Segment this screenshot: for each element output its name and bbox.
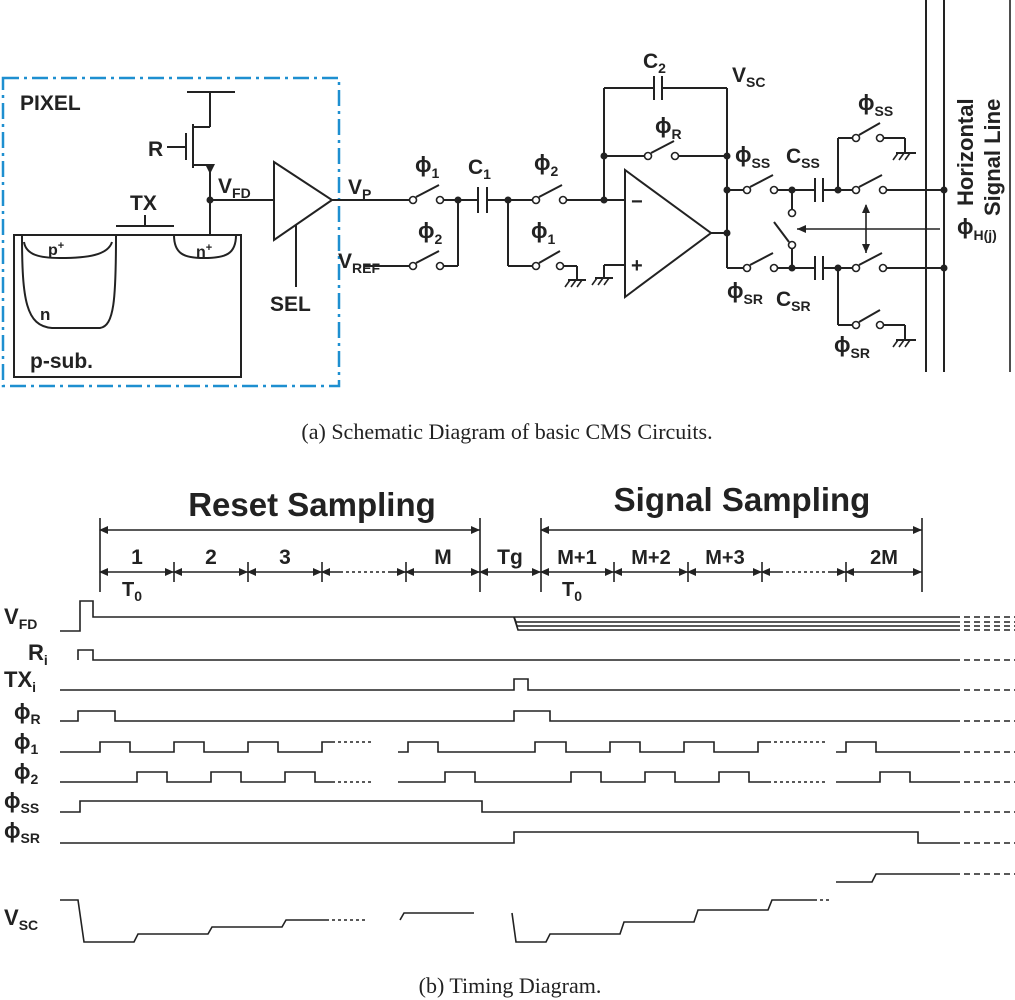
schematic-diagram: PIXEL TX p+ n+ n p-sub. R VFD: [1, 0, 1011, 388]
ground-symbol: [564, 266, 586, 288]
waveform-phi2: [60, 771, 332, 783]
pixel-label: PIXEL: [20, 92, 81, 115]
photodiode-substrate: [13, 234, 242, 378]
phiss-sample-label: ϕSS: [735, 142, 770, 171]
pixel-boundary: [1, 76, 341, 388]
c1-capacitor: [477, 187, 488, 213]
sel-label: SEL: [270, 293, 311, 316]
r-label: R: [148, 138, 163, 161]
signal-sampling-title: Signal Sampling: [614, 481, 871, 518]
t0-label-reset: T0: [122, 579, 142, 604]
css-capacitor: [814, 178, 824, 202]
period-label: M+1: [557, 547, 596, 569]
signal-name-phir: ϕR: [14, 699, 41, 727]
vp-label: VP: [348, 176, 371, 202]
caption-b: (b) Timing Diagram.: [419, 973, 602, 998]
hsl-label-line2: Signal Line: [980, 99, 1005, 216]
reset-sampling-title: Reset Sampling: [188, 486, 436, 523]
phih-ss-switch: [851, 174, 888, 195]
waveform-phisr: [60, 831, 960, 844]
signal-name-ri: Ri: [28, 640, 48, 668]
phisr-ground-switch: [851, 309, 885, 330]
c2-capacitor: [653, 76, 663, 100]
period-label: M+2: [631, 547, 670, 569]
waveform-vsc-signal-end: [836, 873, 960, 883]
period-label: M: [434, 546, 452, 569]
waveform-phi1: [60, 741, 332, 753]
phisr-sample-switch: [742, 252, 779, 273]
short-switch: [773, 208, 797, 250]
period-label: 2M: [870, 547, 898, 569]
phir-label: ϕR: [655, 113, 682, 142]
waveform-phiss: [60, 800, 960, 813]
period-label: M+3: [705, 547, 744, 569]
ground-symbol: [892, 325, 916, 348]
waveform-phir: [60, 710, 960, 722]
op-amp: [624, 168, 713, 299]
phi1-ground-label: ϕ1: [531, 218, 556, 247]
source-follower-buffer: [273, 160, 334, 242]
n-label: n: [40, 305, 50, 324]
phir-reset-switch: [643, 140, 680, 161]
signal-name-txi: TXi: [4, 667, 36, 695]
vsc-node-label: VSC: [732, 64, 765, 90]
phisr-sample-label: ϕSR: [727, 278, 763, 307]
signal-name-phi2: ϕ2: [14, 759, 39, 787]
hsl-label-line1: Horizontal: [953, 98, 978, 206]
phi2-input-label: ϕ2: [418, 218, 443, 247]
nplus-label: n+: [196, 242, 212, 261]
phiss-ground-switch: [851, 122, 885, 143]
signal-name-phiss: ϕSS: [4, 788, 39, 816]
phiss-ground-label: ϕSS: [858, 90, 893, 119]
vfd-label: VFD: [218, 175, 251, 201]
phiss-sample-switch: [742, 174, 779, 195]
c2-label: C2: [643, 50, 666, 76]
phih-sr-switch: [851, 252, 888, 273]
phi1-input-switch: [408, 184, 445, 205]
css-label: CSS: [786, 145, 820, 171]
waveform-txi: [60, 678, 960, 691]
phi2-input-switch: [408, 250, 445, 271]
tg-label: Tg: [497, 546, 523, 569]
phi2-series-switch: [531, 184, 568, 205]
pplus-label: p+: [48, 240, 64, 259]
ground-symbol: [892, 138, 916, 161]
csr-capacitor: [814, 256, 824, 280]
waveform-vfd-signal-3: [513, 616, 960, 631]
phi1-input-label: ϕ1: [415, 152, 440, 181]
pplus-region: [23, 241, 113, 260]
period-label: 2: [205, 546, 217, 569]
signal-name-phi1: ϕ1: [14, 729, 39, 757]
reset-transistor: [167, 91, 235, 235]
signal-name-phisr: ϕSR: [4, 818, 40, 846]
caption-a: (a) Schematic Diagram of basic CMS Circu…: [301, 419, 712, 444]
signal-name-vfd: VFD: [4, 604, 37, 632]
signal-name-vsc: VSC: [4, 905, 38, 933]
tx-label: TX: [130, 192, 157, 215]
waveform-vsc-signal: [511, 899, 814, 943]
waveform-ri: [77, 649, 960, 661]
phi2-series-label: ϕ2: [534, 150, 559, 179]
timing-diagram: Reset Sampling Signal Sampling: [4, 481, 1015, 943]
nplus-region: [173, 234, 237, 260]
t0-label-signal: T0: [562, 579, 582, 604]
c1-label: C1: [468, 156, 491, 182]
vref-label: VREF: [338, 250, 380, 276]
period-label: 3: [279, 546, 291, 569]
opamp-minus: −: [631, 191, 643, 213]
period-label: 1: [131, 546, 143, 569]
phisr-ground-label: ϕSR: [834, 332, 870, 361]
waveform-vsc-reset-end: [399, 912, 474, 921]
csr-label: CSR: [776, 288, 811, 314]
opamp-plus: +: [631, 255, 643, 277]
waveform-vsc-reset: [60, 899, 326, 943]
phih-label: ϕH(j): [957, 214, 997, 243]
n-well: [21, 234, 117, 329]
ground-symbol: [591, 265, 613, 286]
phi1-ground-switch: [531, 250, 565, 271]
psub-label: p-sub.: [30, 350, 93, 373]
